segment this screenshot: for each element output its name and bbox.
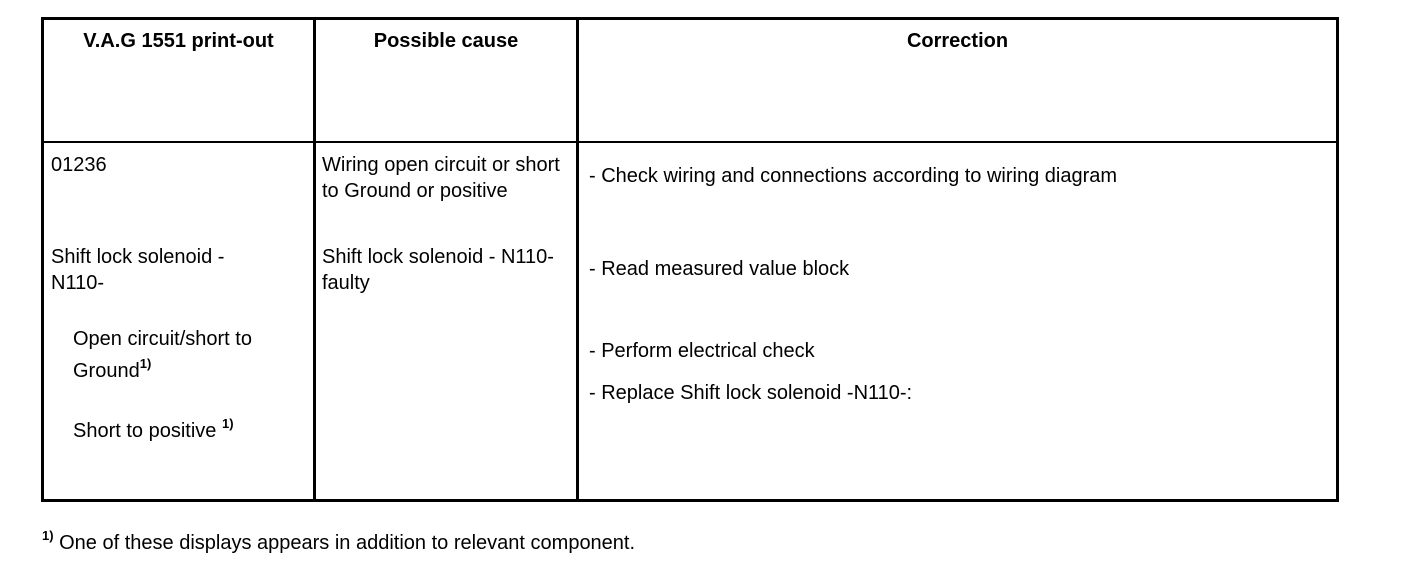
column-divider-1 (313, 20, 316, 499)
footnote: 1) One of these displays appears in addi… (42, 529, 636, 555)
header-divider (44, 141, 1336, 143)
header-correction: Correction (906, 30, 1009, 52)
header-cause: Possible cause (373, 30, 519, 52)
correction-read-value-block: - Read measured value block (589, 258, 850, 280)
display-short-positive: Short to positive 1) (73, 416, 234, 444)
component-line-1: Shift lock solenoid - (51, 246, 225, 268)
fault-table: V.A.G 1551 print-out Possible cause Corr… (41, 17, 1339, 502)
footnote-text: One of these displays appears in additio… (59, 532, 636, 554)
column-divider-2 (576, 20, 579, 499)
component-line-2: N110- (51, 272, 104, 294)
display-open-circuit-line-1: Open circuit/short to (73, 328, 252, 350)
display-short-positive-text: Short to positive (73, 420, 217, 442)
display-open-circuit-line-2: Ground1) (73, 356, 252, 384)
header-printout: V.A.G 1551 print-out (83, 30, 274, 52)
correction-electrical-check: - Perform electrical check (589, 340, 815, 362)
fault-code: 01236 (51, 154, 107, 176)
component-name: Shift lock solenoid - N110- (51, 244, 224, 296)
display-open-circuit: Open circuit/short to Ground1) (73, 326, 252, 384)
correction-check-wiring: - Check wiring and connections according… (589, 165, 1118, 187)
cause-wiring: Wiring open circuit or short to Ground o… (322, 154, 560, 202)
correction-replace-solenoid: - Replace Shift lock solenoid -N110-: (589, 382, 913, 404)
footnote-ref-1: 1) (139, 356, 152, 371)
footnote-marker: 1) (42, 528, 54, 543)
display-open-circuit-text: Ground (73, 360, 140, 382)
cause-solenoid: Shift lock solenoid - N110- faulty (322, 246, 554, 294)
footnote-ref-2: 1) (221, 416, 234, 431)
